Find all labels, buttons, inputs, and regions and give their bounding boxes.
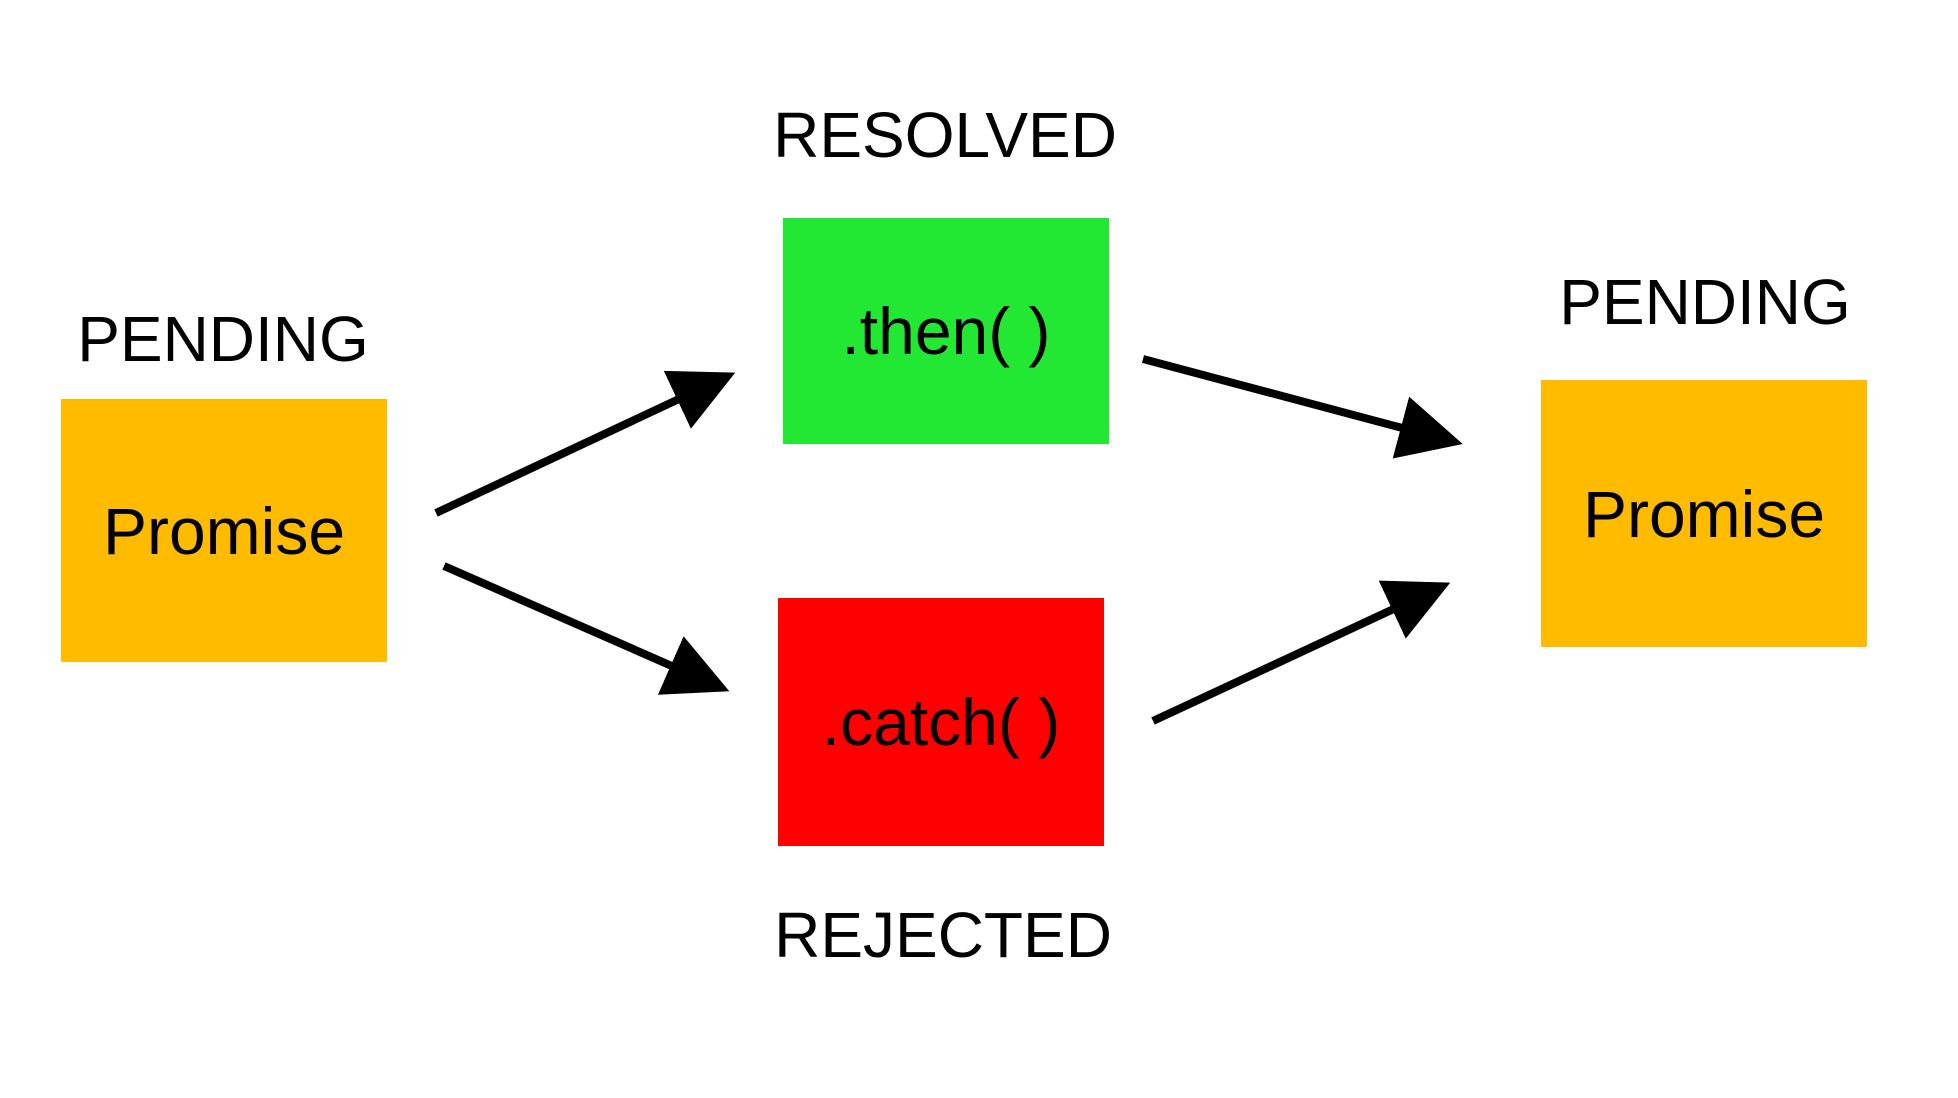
right-promise-box: Promise xyxy=(1541,380,1867,647)
right-promise-label: Promise xyxy=(1582,476,1826,551)
left-promise-label: Promise xyxy=(102,493,346,568)
arrow-then-to-promise xyxy=(1141,355,1463,459)
right-pending-label: PENDING xyxy=(1559,266,1851,338)
arrow-pending-to-then xyxy=(434,370,736,517)
rejected-label: REJECTED xyxy=(774,899,1112,971)
then-label: .then( ) xyxy=(841,294,1051,368)
arrow-catch-to-promise xyxy=(1151,580,1451,725)
resolved-label: RESOLVED xyxy=(773,99,1117,171)
catch-label: .catch( ) xyxy=(821,685,1061,759)
left-promise-box: Promise xyxy=(61,399,387,662)
then-box: .then( ) xyxy=(783,218,1109,444)
arrow-pending-to-catch xyxy=(442,562,730,695)
catch-box: .catch( ) xyxy=(778,598,1104,846)
left-pending-label: PENDING xyxy=(77,303,369,375)
